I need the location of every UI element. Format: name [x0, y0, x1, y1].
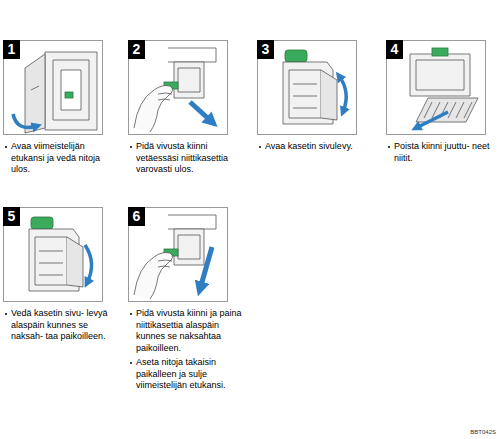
caption-item: Avaa kasetin sivulevy.: [259, 141, 371, 153]
bullet-dot: [388, 146, 390, 148]
push-cartridge: [134, 215, 216, 299]
step-number: 3: [257, 40, 274, 59]
step-panel: 6Pidä vivusta kiinni ja paina niittikase…: [128, 207, 228, 302]
caption-text: Aseta nitoja takaisin paikalleen ja sulj…: [136, 357, 226, 390]
close-side-plate: [29, 217, 92, 291]
bullet-dot: [130, 146, 132, 148]
step-panel: 5Vedä kasetin sivu- levyä alaspäin kunne…: [3, 207, 103, 302]
step-panel: 2Pidä vivusta kiinni vetäessäsi niittika…: [128, 40, 228, 135]
caption-item: Pidä vivusta kiinni vetäessäsi niittikas…: [130, 141, 242, 176]
step-panel: 4Poista kiinni juuttu- neet niitit.: [386, 40, 486, 135]
caption-item: Pidä vivusta kiinni ja paina niittikaset…: [130, 308, 242, 354]
cartridge-side-open: [283, 50, 346, 124]
step-caption: Pidä vivusta kiinni vetäessäsi niittikas…: [130, 141, 242, 179]
bullet-dot: [130, 313, 132, 315]
step-caption: Poista kiinni juuttu- neet niitit.: [388, 141, 492, 167]
caption-item: Vedä kasetin sivu- levyä alaspäin kunnes…: [5, 308, 109, 343]
step-caption: Avaa kasetin sivulevy.: [259, 141, 371, 156]
bullet-dot: [259, 146, 261, 148]
remove-staples: [410, 48, 478, 128]
pull-cartridge: [134, 48, 216, 132]
step-caption: Avaa viimeistelijän etukansi ja vedä nit…: [5, 141, 109, 179]
step-number: 6: [128, 207, 145, 226]
caption-item: Poista kiinni juuttu- neet niitit.: [388, 141, 492, 164]
finisher-open: [13, 52, 97, 133]
bullet-dot: [130, 362, 132, 364]
bullet-dot: [5, 146, 7, 148]
caption-text: Avaa viimeistelijän etukansi ja vedä nit…: [11, 141, 100, 174]
caption-text: Avaa kasetin sivulevy.: [265, 141, 353, 151]
caption-item: Aseta nitoja takaisin paikalleen ja sulj…: [130, 357, 242, 392]
step-number: 5: [3, 207, 20, 226]
caption-item: Avaa viimeistelijän etukansi ja vedä nit…: [5, 141, 109, 176]
figure-code: BBT042S: [470, 429, 496, 436]
step-caption: Pidä vivusta kiinni ja paina niittikaset…: [130, 308, 242, 395]
step-number: 2: [128, 40, 145, 59]
caption-text: Vedä kasetin sivu- levyä alaspäin kunnes…: [11, 308, 108, 341]
step-number: 4: [386, 40, 403, 59]
bullet-dot: [5, 313, 7, 315]
caption-text: Pidä vivusta kiinni ja paina niittikaset…: [136, 308, 242, 353]
step-caption: Vedä kasetin sivu- levyä alaspäin kunnes…: [5, 308, 109, 346]
step-panel: 3Avaa kasetin sivulevy.: [257, 40, 357, 135]
caption-text: Pidä vivusta kiinni vetäessäsi niittikas…: [136, 141, 228, 174]
step-panel: 1Avaa viimeistelijän etukansi ja vedä ni…: [3, 40, 103, 135]
caption-text: Poista kiinni juuttu- neet niitit.: [394, 141, 490, 163]
step-number: 1: [3, 40, 20, 59]
